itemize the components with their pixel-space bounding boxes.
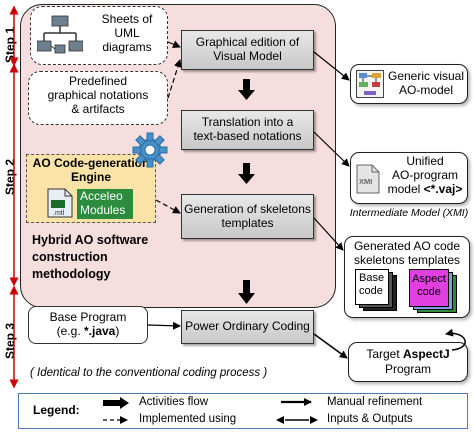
unified-model-ext: <*.vaj>	[423, 182, 463, 196]
engine-title: AO Code-generation Engine	[32, 156, 150, 184]
intermediate-model-caption: Intermediate Model (XMI)	[349, 207, 469, 219]
power-ordinary-coding-box: Power Ordinary Coding	[181, 310, 314, 344]
model-diagram-icon	[356, 70, 384, 98]
graphical-to-visual-model-arrow	[313, 51, 350, 81]
target-program-line2: Program	[384, 362, 431, 376]
unified-model-line1: Unified	[406, 154, 444, 168]
base-program-box: Base Program (e.g. *.java)	[28, 306, 148, 344]
legend-io-arrow	[276, 416, 318, 424]
conventional-process-note: ( Identical to the conventional coding p…	[30, 367, 268, 379]
predefined-notations-box: Predefined graphical notations & artifac…	[28, 71, 168, 125]
unified-model-prefix: model	[387, 182, 424, 196]
base-code-file: Base code	[355, 269, 389, 305]
activity-arrow-1	[238, 79, 255, 100]
unified-model-line2: AO-program	[391, 168, 459, 182]
uml-to-graphical-arrow	[167, 40, 181, 48]
legend-symbols	[103, 397, 318, 424]
skeleton-generation-box: Generation of skeletons templates	[181, 194, 314, 239]
legend-activities-text: Activities flow	[139, 396, 209, 408]
engine-to-skeletons-dashed	[155, 199, 181, 214]
target-program-prefix: Target	[366, 347, 403, 361]
uml-diagrams-box: Sheets of UML diagrams	[30, 6, 168, 65]
skeletons-to-templates-arrow	[313, 217, 344, 251]
generated-templates-text: Generated AO code skeletons templates	[353, 239, 461, 267]
generic-visual-model-box: Generic visual AO-model	[350, 64, 468, 104]
templates-to-target-curve	[445, 328, 466, 351]
code-generation-engine-box: AO Code-generation Engine .mtl Acceleo M…	[26, 154, 156, 223]
network-diagram-icon	[37, 15, 83, 54]
target-program-line1: Target AspectJ	[349, 347, 467, 362]
base-program-line2: (e.g. *.java)	[29, 324, 147, 339]
generated-templates-box: Generated AO code skeletons templates Ba…	[344, 236, 470, 318]
base-program-line1: Base Program	[49, 310, 127, 324]
legend-implemented-text: Implemented using	[139, 413, 237, 425]
methodology-title: Hybrid AO software construction methodol…	[32, 233, 149, 281]
acceleo-modules-box: Acceleo Modules	[77, 189, 133, 219]
legend-activity-arrow	[103, 397, 129, 409]
base-program-ext: *.java	[84, 324, 116, 338]
gear-icon	[132, 132, 168, 168]
activity-arrow-2	[238, 163, 255, 184]
unified-model-line3: model <*.vaj>	[383, 182, 467, 197]
xmi-label: XMI	[359, 177, 372, 186]
activity-arrow-3	[238, 280, 255, 304]
translation-box: Translation into a text-based notations	[181, 110, 314, 150]
mtl-label: .mtl	[53, 210, 65, 217]
base-program-prefix: (e.g.	[56, 324, 84, 338]
coding-to-target-arrow	[313, 333, 348, 359]
uml-diagrams-text: Sheets of UML diagrams	[101, 12, 153, 54]
translation-to-unified-arrow	[313, 131, 350, 167]
aspect-code-file: Aspect code	[409, 269, 449, 307]
xmi-file-icon: XMI	[356, 164, 380, 194]
target-program-box: Target AspectJ Program	[348, 342, 468, 382]
base-program-suffix: )	[115, 324, 120, 338]
generic-visual-model-text: Generic visual AO-model	[387, 69, 465, 97]
legend-manual-text: Manual refinement	[327, 396, 423, 408]
file-icon: .mtl	[47, 188, 73, 218]
unified-model-box: XMI Unified AO-program model <*.vaj>	[350, 152, 468, 204]
legend-io-text: Inputs & Outputs	[327, 413, 413, 425]
legend-title: Legend:	[33, 403, 80, 417]
legend-box: Legend: Activities flow Implemented usin…	[18, 393, 468, 429]
graphical-edition-box: Graphical edition of Visual Model	[181, 30, 314, 70]
notations-to-graphical-dashed	[167, 59, 182, 99]
base-program-to-coding-arrow	[147, 321, 181, 330]
target-program-lang: AspectJ	[403, 347, 450, 361]
